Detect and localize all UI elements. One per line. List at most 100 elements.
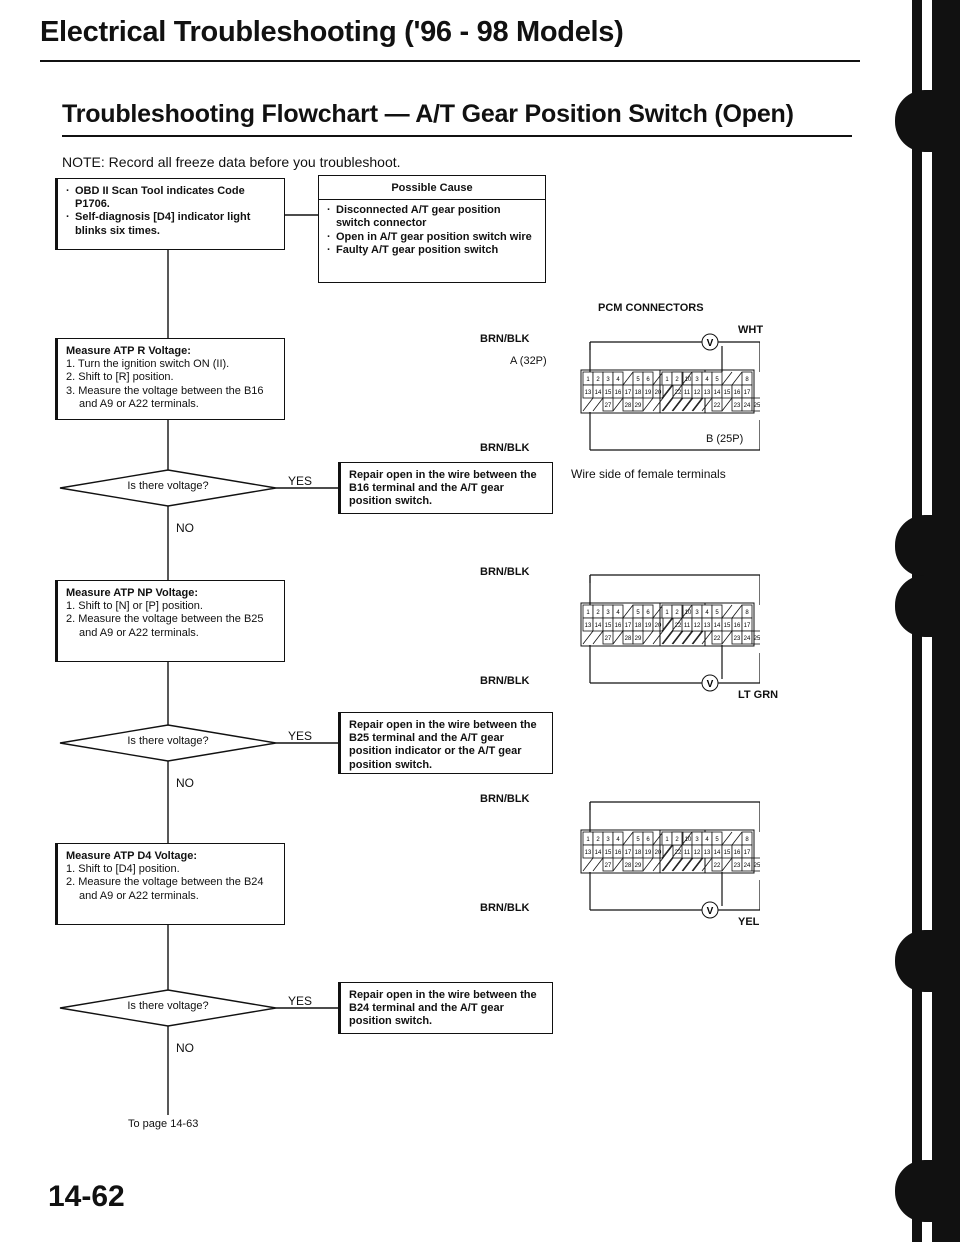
blank-cavity — [652, 857, 664, 872]
thumb-tab — [895, 90, 935, 152]
connector-a-pin-number: 3 — [606, 377, 610, 383]
connector-b-pin-number: 13 — [704, 850, 711, 856]
start-line: Self-diagnosis [D4] indicator light blin… — [66, 211, 276, 237]
blank-cavity — [592, 857, 604, 872]
blank-cavity — [582, 630, 594, 645]
blank-cavity — [681, 397, 693, 412]
connector-a-pin-number: 2 — [596, 837, 600, 843]
connector-b-pin-number: 2 — [675, 377, 679, 383]
blank-cavity — [701, 397, 713, 412]
connector-a-pin-number: 19 — [645, 390, 652, 396]
connector-b-pin-number: 1 — [665, 610, 669, 616]
no-label: NO — [176, 776, 194, 790]
connector-a-pin-number: 22 — [675, 390, 682, 396]
no-label: NO — [176, 1041, 194, 1055]
blank-cavity — [652, 371, 664, 386]
possible-cause-title: Possible Cause — [391, 182, 473, 194]
connector-a-pin-number: 16 — [615, 623, 622, 629]
connector-b-outline — [659, 829, 755, 874]
voltmeter-symbol — [701, 901, 719, 919]
pcm-connectors-heading: PCM CONNECTORS — [598, 302, 704, 314]
connector-b-pin-number: 13 — [704, 390, 711, 396]
blank-cavity — [691, 630, 703, 645]
step-line: 3. Measure the voltage between the B16 a… — [66, 384, 264, 410]
connector-a-cavity — [602, 857, 614, 872]
connector-b-pin-number: 22 — [714, 636, 721, 642]
ground-wire-top — [590, 574, 761, 605]
connector-a-pin-number: 14 — [595, 390, 602, 396]
blank-cavity — [642, 630, 654, 645]
connector-a-pin-number: 17 — [625, 623, 632, 629]
subtitle-rule — [62, 135, 852, 137]
connector-b-pin-number: 8 — [745, 837, 749, 843]
title-rule — [40, 60, 860, 62]
connector-b-pin-number: 12 — [694, 390, 701, 396]
connector-diagram-1: 1234569101113141516171819202223242728291… — [480, 324, 763, 470]
blank-cavity — [671, 384, 683, 399]
thumb-tab — [895, 575, 935, 637]
connector-a-pin-number: 16 — [615, 390, 622, 396]
page-number: 14-62 — [48, 1180, 125, 1213]
blank-cavity — [612, 857, 624, 872]
blank-cavity — [721, 831, 733, 846]
blank-cavity — [582, 397, 594, 412]
connector-a-pin-number: 4 — [616, 610, 620, 616]
connector-b-pin-number: 15 — [724, 850, 731, 856]
step-line: 1. Shift to [D4] position. — [66, 863, 180, 876]
connector-a-pin-number: 28 — [625, 636, 632, 642]
step-line: 1. Turn the ignition switch ON (II). — [66, 358, 230, 371]
connector-b-pin-number: 13 — [704, 623, 711, 629]
connector-b-pin-number: 8 — [745, 610, 749, 616]
connector-b-pin-number: 23 — [734, 403, 741, 409]
voltmeter-label: V — [707, 906, 714, 917]
connector-diagram-3: 1234569101113141516171819202223242728291… — [480, 790, 763, 930]
connector-a-pin-number: 15 — [605, 623, 612, 629]
connector-a-pin-number: 4 — [616, 837, 620, 843]
connector-a-pin-number: 1 — [586, 377, 590, 383]
connector-a-label: A (32P) — [510, 355, 547, 367]
start-condition-box: OBD II Scan Tool indicates Code P1706. S… — [55, 178, 285, 250]
ground-wire-top — [590, 341, 761, 372]
blank-cavity — [622, 604, 634, 619]
connector-b-pin-number: 25 — [754, 403, 760, 409]
blank-cavity — [672, 397, 684, 412]
connector-a-cavity — [602, 397, 614, 412]
connector-a-pin-number: 17 — [625, 850, 632, 856]
blank-cavity — [682, 630, 694, 645]
to-page-link[interactable]: To page 14-63 — [128, 1118, 199, 1130]
repair-box-b24: Repair open in the wire between the B24 … — [338, 982, 553, 1034]
connector-a-pin-number: 22 — [675, 850, 682, 856]
wire-label-bottom: BRN/BLK — [480, 902, 530, 914]
connector-b-cavity — [671, 371, 683, 386]
blank-cavity — [671, 397, 683, 412]
connector-svg: 1234569101113141516171819202223242728291… — [580, 574, 763, 692]
connector-a-pin-number: 2 — [596, 610, 600, 616]
connector-a-pin-number: 18 — [635, 850, 642, 856]
yes-label: YES — [288, 474, 313, 488]
connector-a-pin-number: 10 — [685, 610, 692, 616]
connector-a-pin-number: 5 — [636, 837, 640, 843]
wire-label-bottom: BRN/BLK — [480, 442, 530, 454]
connector-b-pin-number: 24 — [744, 636, 751, 642]
blank-cavity — [592, 630, 604, 645]
blank-cavity — [612, 397, 624, 412]
connector-b-pin-number: 11 — [684, 623, 691, 629]
blank-cavity — [692, 630, 704, 645]
connector-svg: 1234569101113141516171819202223242728291… — [580, 801, 763, 919]
connector-b-pin-number: 3 — [695, 610, 699, 616]
connector-a-pin-number: 10 — [685, 377, 692, 383]
blank-cavity — [721, 397, 733, 412]
voltmeter-label: V — [707, 679, 714, 690]
connector-b-pin-number: 4 — [705, 837, 709, 843]
blank-cavity — [692, 857, 704, 872]
possible-cause-box: Possible Cause Disconnected A/T gear pos… — [318, 175, 546, 283]
connector-a-pin-number: 18 — [635, 390, 642, 396]
connector-a-pin-number: 29 — [635, 403, 642, 409]
cause-item: Disconnected A/T gear position switch co… — [327, 204, 537, 230]
connector-a-pin-number: 3 — [606, 610, 610, 616]
note-text: NOTE: Record all freeze data before you … — [62, 154, 401, 170]
connector-b-label: B (25P) — [706, 433, 744, 445]
step-line: 2. Shift to [R] position. — [66, 371, 174, 384]
step-box-atp-np: Measure ATP NP Voltage: 1. Shift to [N] … — [55, 580, 285, 662]
repair-box-b16: Repair open in the wire between the B16 … — [338, 462, 553, 514]
